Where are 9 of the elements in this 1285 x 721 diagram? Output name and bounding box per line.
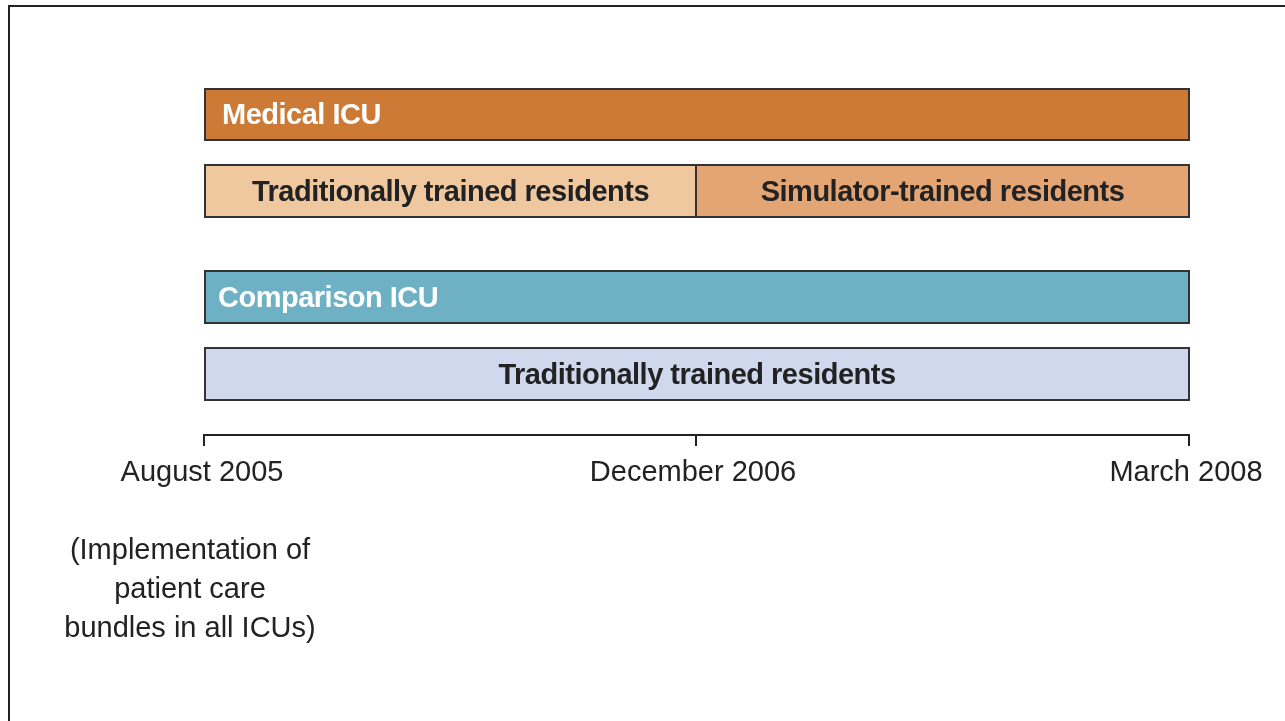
- group-header-bar: Comparison ICU: [204, 270, 1190, 324]
- period-bar: Traditionally trained residents: [204, 164, 697, 218]
- axis-date-label: (Implementation of patient care bundles in all ICUs): [63, 532, 317, 645]
- period-bar: Traditionally trained residents: [204, 347, 1190, 401]
- axis-date-label: March 2008: [1108, 454, 1264, 489]
- group-header-bar: Medical ICU: [204, 88, 1190, 141]
- period-bar: Simulator-trained residents: [695, 164, 1190, 218]
- axis-date-label: December 2006: [588, 454, 798, 489]
- axis-date-label: August 2005: [119, 454, 285, 489]
